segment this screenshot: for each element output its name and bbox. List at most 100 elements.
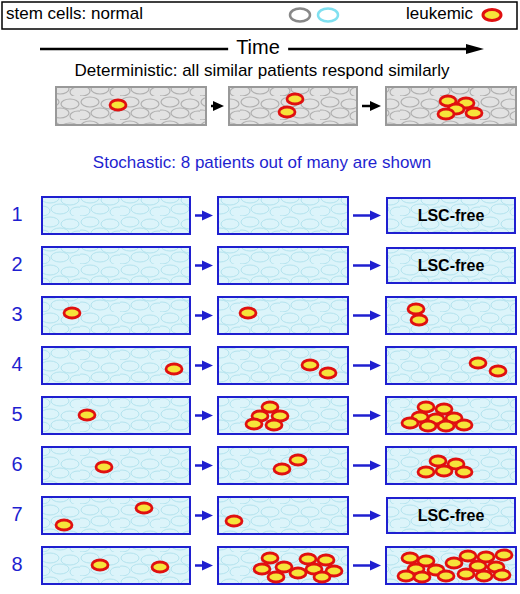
marrow-box bbox=[42, 547, 190, 584]
time-step-arrow bbox=[353, 214, 372, 217]
time-step-arrow bbox=[353, 514, 372, 517]
marrow-box bbox=[42, 297, 190, 334]
leukemic-cell bbox=[266, 420, 282, 430]
leukemic-cell bbox=[136, 503, 152, 513]
time-step-arrow-head bbox=[370, 101, 381, 111]
patient-number: 7 bbox=[11, 503, 22, 526]
marrow-box bbox=[386, 347, 516, 384]
outcome-box: LSC-free bbox=[386, 197, 516, 234]
leukemic-cell bbox=[287, 94, 303, 104]
time-step-arrow bbox=[353, 414, 372, 417]
marrow-box bbox=[386, 547, 516, 584]
leukemic-cell bbox=[79, 410, 95, 420]
time-step-arrow-head bbox=[202, 261, 213, 271]
time-arrowhead bbox=[466, 44, 484, 54]
legend-label: stem cells: normal bbox=[6, 5, 143, 24]
outcome-label: LSC-free bbox=[418, 207, 485, 225]
section-heading: Stochastic: 8 patients out of many are s… bbox=[93, 153, 431, 173]
time-step-arrow-head bbox=[370, 361, 381, 371]
leukemic-cell bbox=[166, 364, 182, 374]
time-step-arrow-head bbox=[202, 211, 213, 221]
legend-frame bbox=[2, 2, 517, 29]
time-step-arrow-head bbox=[202, 361, 213, 371]
marrow-box bbox=[218, 197, 348, 234]
marrow-box bbox=[386, 497, 516, 534]
leukemic-cell bbox=[152, 562, 168, 572]
outcome-label: LSC-free bbox=[418, 257, 485, 275]
leukemic-cell bbox=[418, 402, 434, 412]
time-step-arrow-head bbox=[202, 461, 213, 471]
time-step-arrow-head bbox=[202, 311, 213, 321]
marrow-box bbox=[218, 497, 348, 534]
leukemic-cell bbox=[466, 108, 482, 118]
time-step-arrow-head bbox=[202, 561, 213, 571]
time-step-arrow-head bbox=[370, 461, 381, 471]
axis-label: Time bbox=[228, 36, 288, 59]
leukemic-cell bbox=[411, 315, 427, 325]
leukemic-cell bbox=[240, 308, 256, 318]
leukemic-cell bbox=[458, 569, 474, 579]
marrow-box bbox=[42, 347, 190, 384]
leukemic-cell bbox=[402, 418, 418, 428]
leukemic-cell bbox=[402, 553, 418, 563]
time-step-arrow-head bbox=[213, 101, 224, 111]
marrow-box bbox=[386, 397, 516, 434]
marrow-box bbox=[386, 247, 516, 284]
leukemic-cell bbox=[430, 456, 446, 466]
marrow-box bbox=[218, 297, 348, 334]
time-step-arrow-head bbox=[370, 511, 381, 521]
patient-number: 2 bbox=[11, 253, 22, 276]
outcome-label: LSC-free bbox=[418, 507, 485, 525]
leukemic-cell bbox=[476, 571, 492, 581]
marrow-box bbox=[386, 87, 516, 125]
patient-number: 5 bbox=[11, 403, 22, 426]
leukemic-cell bbox=[226, 516, 242, 526]
marrow-box bbox=[42, 247, 190, 284]
leukemic-cell bbox=[268, 572, 284, 582]
marrow-box bbox=[218, 447, 348, 484]
marrow-box bbox=[42, 447, 190, 484]
leukemic-cell bbox=[92, 560, 108, 570]
leukemic-cell bbox=[436, 466, 452, 476]
leukemic-cell bbox=[456, 467, 472, 477]
time-step-arrow-head bbox=[370, 211, 381, 221]
leukemic-cell bbox=[56, 520, 72, 530]
leukemic-cell bbox=[314, 572, 330, 582]
time-step-arrow-head bbox=[370, 261, 381, 271]
leukemic-cell bbox=[420, 421, 436, 431]
marrow-box bbox=[42, 497, 190, 534]
normal-cell-sample bbox=[318, 9, 338, 22]
leukemic-cell bbox=[64, 308, 80, 318]
leukemic-cell bbox=[414, 572, 430, 582]
time-step-arrow bbox=[353, 314, 372, 317]
time-step-arrow-head bbox=[202, 411, 213, 421]
leukemic-cell bbox=[438, 109, 454, 119]
leukemic-cell bbox=[456, 420, 472, 430]
marrow-box bbox=[42, 397, 190, 434]
time-step-arrow-head bbox=[370, 411, 381, 421]
time-step-arrow bbox=[353, 464, 372, 467]
leukemic-cell bbox=[318, 555, 334, 565]
time-step-arrow-head bbox=[370, 561, 381, 571]
marrow-box bbox=[386, 447, 516, 484]
leukemic-cell bbox=[398, 571, 414, 581]
leukemic-cell bbox=[460, 551, 476, 561]
leukemic-cell bbox=[446, 558, 462, 568]
marrow-box bbox=[229, 87, 357, 125]
time-step-arrow bbox=[353, 264, 372, 267]
leukemic-cell bbox=[438, 571, 454, 581]
marrow-box bbox=[218, 397, 348, 434]
marrow-box bbox=[42, 197, 190, 234]
marrow-box bbox=[218, 347, 348, 384]
leukemic-cell bbox=[96, 462, 112, 472]
leukemic-cell bbox=[290, 568, 306, 578]
time-step-arrow bbox=[353, 564, 372, 567]
outcome-box: LSC-free bbox=[386, 497, 516, 534]
leukemic-cell bbox=[262, 553, 278, 563]
time-step-arrow-head bbox=[202, 511, 213, 521]
marrow-box bbox=[218, 247, 348, 284]
outcome-box: LSC-free bbox=[386, 247, 516, 284]
leukemic-cell bbox=[254, 564, 270, 574]
leukemic-cell bbox=[279, 107, 295, 117]
normal-cell-sample bbox=[290, 9, 310, 22]
